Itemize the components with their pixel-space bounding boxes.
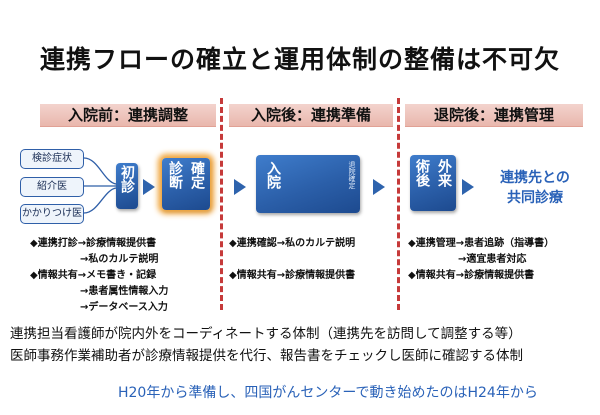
block-first-visit: 初診 — [116, 163, 138, 209]
block-postop-label: 術後 — [414, 159, 430, 187]
notes-after-discharge: ◆連携管理→患者追跡（指導書） →適宜患者対応 ◆情報共有→診療情報提供書 — [408, 238, 555, 281]
source-box-family-doctor: かかりつけ医 — [20, 204, 84, 224]
block-outpatient-label: 外来 — [436, 159, 452, 187]
block-admission-label: 入院 — [265, 161, 281, 189]
phase-band-after-admission — [229, 104, 393, 127]
clerk-support-system-text: 医師事務作業補助者が診療情報提供を代行、報告書をチェックし医師に確認する体制 — [10, 348, 523, 364]
block-confirmed-diagnosis: 確定 診断 — [162, 158, 210, 210]
flow-arrow — [234, 179, 246, 195]
phase-divider — [397, 98, 400, 310]
coordinator-system-text: 連携担当看護師が院内外をコーディネートする体制（連携先を訪問して調整する等） — [10, 326, 522, 342]
phase-label-after-admission: 入院後：連携準備 — [250, 106, 371, 124]
block-first-visit-label: 初診 — [119, 165, 135, 193]
outcome-joint-care: 連携先との 共同診療 — [480, 168, 590, 208]
block-admission: 入院 退院確定 — [256, 155, 360, 213]
phase-label-after-discharge: 退院後：連携管理 — [433, 106, 554, 124]
source-box-screening: 検診症状 — [20, 149, 84, 169]
phase-label-before-admission: 入院前：連携調整 — [67, 106, 188, 124]
block-diagnosis-label: 診断 — [167, 161, 183, 189]
block-discharge-confirmed-label: 退院確定 — [348, 161, 356, 189]
flow-arrow — [373, 179, 385, 195]
phase-band-after-discharge — [405, 104, 583, 127]
notes-before-admission: ◆連携打診→診療情報提供書 →私のカルテ説明 ◆情報共有→メモ書き・記録 →患者… — [30, 238, 169, 313]
connector-line — [83, 187, 117, 214]
phase-band-before-admission — [40, 104, 216, 127]
flow-arrow — [143, 179, 155, 195]
timeline-footnote: H20年から準備し、四国がんセンターで動き始めたのはH24年から — [118, 385, 538, 401]
notes-after-admission: ◆連携確認→私のカルテ説明 ◆情報共有→診療情報提供書 — [229, 238, 356, 281]
outcome-line-2: 共同診療 — [507, 190, 563, 206]
phase-divider — [220, 98, 223, 310]
source-box-referring-doctor: 紹介医 — [20, 177, 84, 197]
flow-arrow — [462, 179, 474, 195]
block-outpatient-postop: 外来 術後 — [410, 155, 456, 211]
block-confirmed-label: 確定 — [189, 161, 205, 189]
outcome-line-1: 連携先との — [500, 170, 570, 186]
page-title: 連携フローの確立と運用体制の整備は不可欠 — [39, 45, 560, 74]
connector-line — [83, 157, 117, 185]
